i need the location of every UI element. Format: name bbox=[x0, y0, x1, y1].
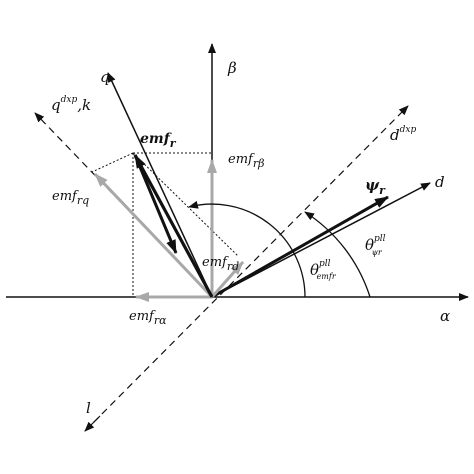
theta-psi-arc bbox=[304, 211, 371, 298]
emf-rq-vector bbox=[93, 172, 214, 299]
alpha-label: α bbox=[440, 307, 450, 325]
emf-r-alpha-label: emfrα bbox=[129, 309, 167, 327]
theta-emf-arc bbox=[188, 200, 306, 298]
d-dxp-label: ddxp bbox=[390, 125, 416, 144]
emf-r-d-projection bbox=[133, 154, 178, 254]
q-label: q bbox=[100, 68, 110, 86]
emf-rq-label: emfrq bbox=[52, 189, 89, 207]
d-label: d bbox=[435, 173, 445, 191]
l-axis-end-arrow bbox=[84, 415, 101, 432]
emf-rd-label: emfrd bbox=[202, 255, 239, 273]
l-label: l bbox=[86, 399, 91, 417]
emf-r-vector bbox=[133, 154, 214, 298]
emf-r-beta-label: emfrβ bbox=[228, 152, 264, 170]
psi-r-vector bbox=[211, 195, 389, 299]
q-dxp-label: qdxp,k bbox=[51, 95, 91, 114]
d-dxp-axis bbox=[84, 105, 409, 432]
beta-label: β bbox=[227, 59, 237, 77]
emf-rd-vector bbox=[210, 261, 245, 298]
psi-r-label: ψr bbox=[365, 176, 386, 197]
q-axis bbox=[107, 72, 213, 298]
emf-r-label: emfr bbox=[140, 131, 177, 150]
projection-lines bbox=[91, 152, 239, 297]
